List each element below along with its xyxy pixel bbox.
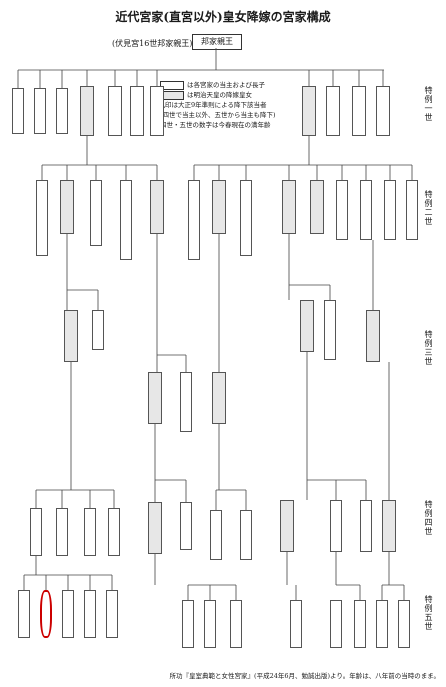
tree-node [40, 590, 52, 638]
tree-node [92, 310, 104, 350]
tree-node [34, 88, 46, 134]
tree-node [330, 600, 342, 648]
tree-node [282, 180, 296, 234]
generation-label: 特例二世 [424, 190, 433, 226]
tree-node [382, 500, 396, 552]
tree-node [84, 508, 96, 556]
tree-node [360, 180, 372, 240]
tree-node [366, 310, 380, 362]
source-note: 所功『皇室典範と女性宮家』(平成24年6月、勉誠出版)より。年齢は、八年前の当時… [169, 672, 440, 680]
tree-node [56, 508, 68, 556]
page-title: 近代宮家(直宮以外)皇女降嫁の宮家構成 [115, 10, 331, 24]
tree-node [130, 86, 144, 136]
tree-node [120, 180, 132, 260]
tree-node [84, 590, 96, 638]
tree-node [36, 180, 48, 256]
tree-node [182, 600, 194, 648]
tree-node [376, 600, 388, 648]
tree-node [280, 500, 294, 552]
root-label: (伏見宮16世邦家親王) [112, 39, 193, 48]
tree-node [324, 300, 336, 360]
tree-node [384, 180, 396, 240]
tree-node [310, 180, 324, 234]
tree-node [180, 372, 192, 432]
tree-node [18, 590, 30, 638]
tree-node [230, 600, 242, 648]
tree-node [326, 86, 340, 136]
tree-node [290, 600, 302, 648]
tree-node [398, 600, 410, 648]
tree-node [108, 508, 120, 556]
generation-label: 特例三世 [424, 330, 433, 366]
tree-node [80, 86, 94, 136]
tree-node [148, 502, 162, 554]
tree-node [60, 180, 74, 234]
legend-line: ▲印は大正9年準則による降下該当者 [160, 101, 267, 109]
tree-node [210, 510, 222, 560]
legend: は各宮家の当主および長子 は明治天皇の降嫁皇女 ▲印は大正9年準則による降下該当… [160, 80, 300, 130]
tree-node [330, 500, 342, 552]
legend-line: (四世で当主以外、五世から当主も降下) [160, 111, 276, 119]
tree-node [354, 600, 366, 648]
tree-node [56, 88, 68, 134]
tree-node [360, 500, 372, 552]
generation-label: 特例五世 [424, 595, 433, 631]
legend-swatch-icon [160, 80, 184, 90]
tree-node [336, 180, 348, 240]
tree-node [406, 180, 418, 240]
legend-line: 四世・五世の数字は今春現在の満年齢 [160, 121, 271, 129]
tree-node [302, 86, 316, 136]
tree-node [188, 180, 200, 260]
root-node: 邦家親王 [192, 34, 242, 50]
tree-node [106, 590, 118, 638]
tree-node [30, 508, 42, 556]
legend-line: は各宮家の当主および長子 [160, 80, 300, 90]
tree-node [180, 502, 192, 550]
tree-node [62, 590, 74, 638]
tree-node [64, 310, 78, 362]
tree-node [376, 86, 390, 136]
tree-node [352, 86, 366, 136]
tree-node [108, 86, 122, 136]
tree-node [12, 88, 24, 134]
tree-node [240, 510, 252, 560]
tree-node [300, 300, 314, 352]
generation-label: 特例四世 [424, 500, 433, 536]
generation-label: 特例一世 [424, 86, 433, 122]
tree-node [240, 180, 252, 256]
tree-node [204, 600, 216, 648]
tree-node [150, 86, 164, 136]
tree-node [90, 180, 102, 246]
generation-labels: 特例一世 特例二世 特例三世 特例四世 特例五世 [418, 0, 440, 687]
tree-node [148, 372, 162, 424]
tree-node [150, 180, 164, 234]
tree-node [212, 180, 226, 234]
tree-node [212, 372, 226, 424]
